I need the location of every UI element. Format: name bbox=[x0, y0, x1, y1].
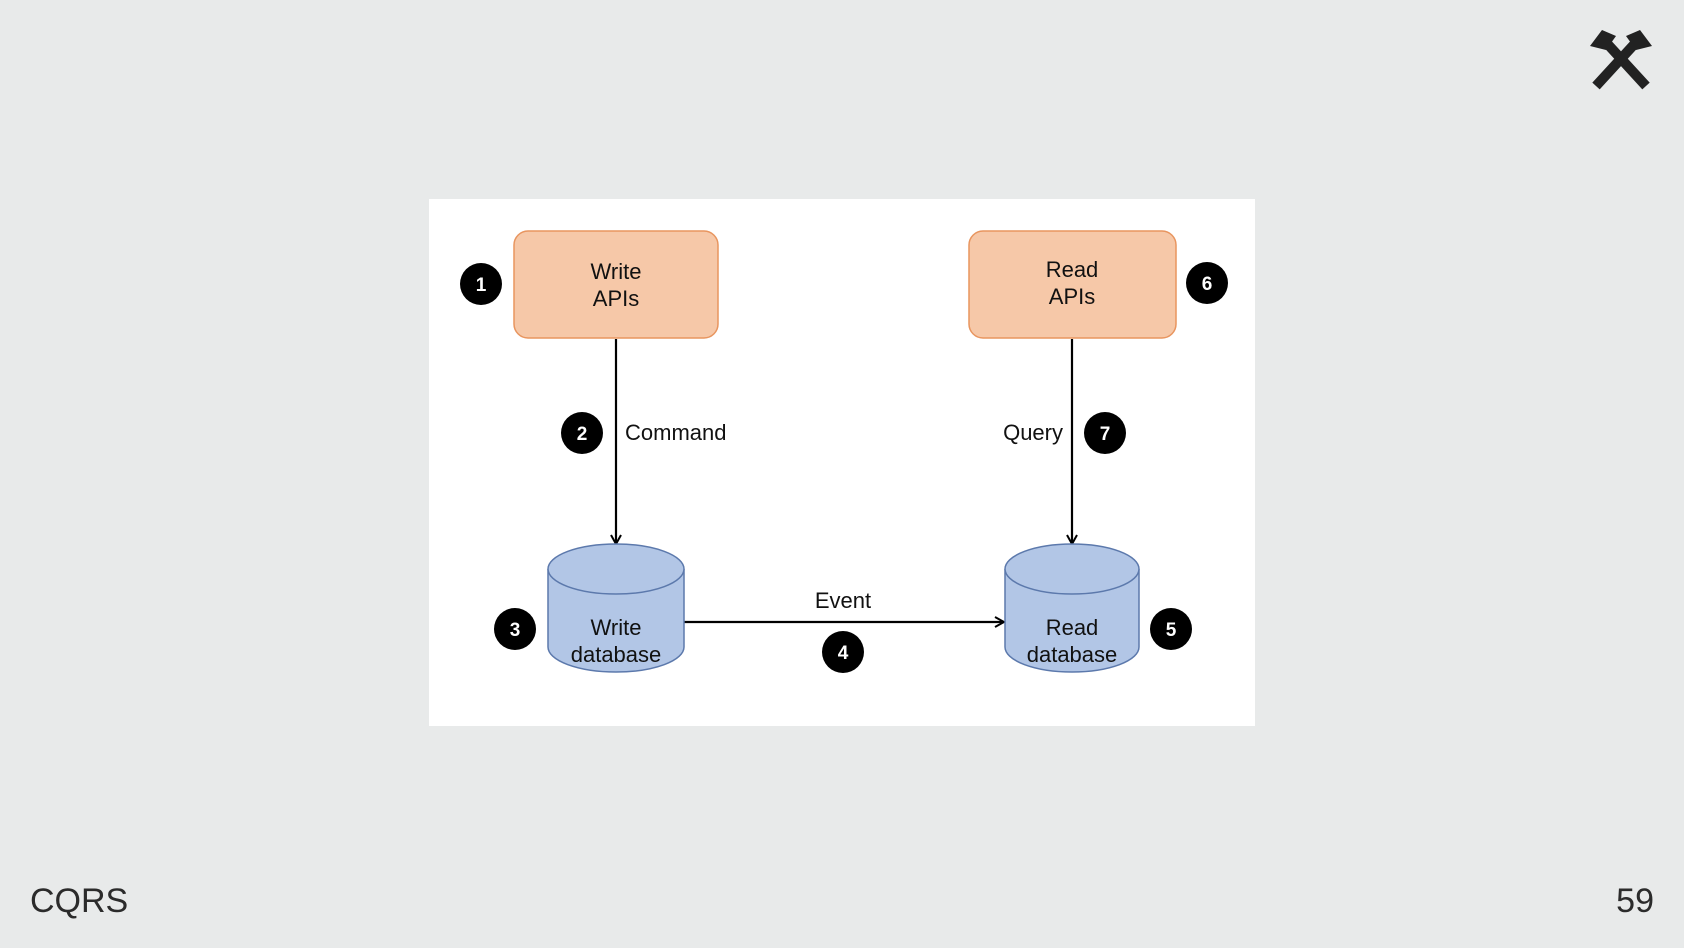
badge-7: 7 bbox=[1084, 412, 1126, 454]
svg-text:1: 1 bbox=[476, 275, 487, 296]
badge-2: 2 bbox=[561, 412, 603, 454]
command-label: Command bbox=[625, 420, 726, 445]
read-database-label-line2: database bbox=[1027, 642, 1118, 667]
svg-text:2: 2 bbox=[577, 424, 588, 445]
read-database-node: Read database bbox=[1004, 543, 1140, 673]
event-label: Event bbox=[815, 588, 871, 613]
badge-3: 3 bbox=[494, 608, 536, 650]
query-label: Query bbox=[1003, 420, 1063, 445]
write-database-label-line1: Write bbox=[591, 615, 642, 640]
read-database-label-line1: Read bbox=[1046, 615, 1099, 640]
write-apis-node: Write APIs bbox=[513, 230, 719, 339]
svg-text:7: 7 bbox=[1100, 424, 1111, 445]
write-database-node: Write database bbox=[547, 543, 685, 673]
badge-4: 4 bbox=[822, 631, 864, 673]
badge-5: 5 bbox=[1150, 608, 1192, 650]
badge-1: 1 bbox=[460, 263, 502, 305]
write-database-label-line2: database bbox=[571, 642, 662, 667]
write-apis-label-line2: APIs bbox=[593, 286, 639, 311]
svg-text:6: 6 bbox=[1202, 274, 1213, 295]
page-number: 59 bbox=[1616, 882, 1654, 920]
cqrs-diagram: Write APIs Read APIs Write database Read… bbox=[460, 230, 1228, 673]
badge-6: 6 bbox=[1186, 262, 1228, 304]
svg-text:5: 5 bbox=[1166, 620, 1177, 641]
crossed-hammers-icon bbox=[1590, 30, 1652, 90]
read-apis-label-line1: Read bbox=[1046, 257, 1099, 282]
write-apis-label-line1: Write bbox=[591, 259, 642, 284]
svg-text:3: 3 bbox=[510, 620, 521, 641]
read-apis-label-line2: APIs bbox=[1049, 284, 1095, 309]
svg-text:4: 4 bbox=[838, 643, 849, 664]
diagram-panel: Write APIs Read APIs Write database Read… bbox=[429, 199, 1255, 726]
footer-title: CQRS bbox=[30, 882, 129, 920]
read-apis-node: Read APIs bbox=[968, 230, 1177, 339]
